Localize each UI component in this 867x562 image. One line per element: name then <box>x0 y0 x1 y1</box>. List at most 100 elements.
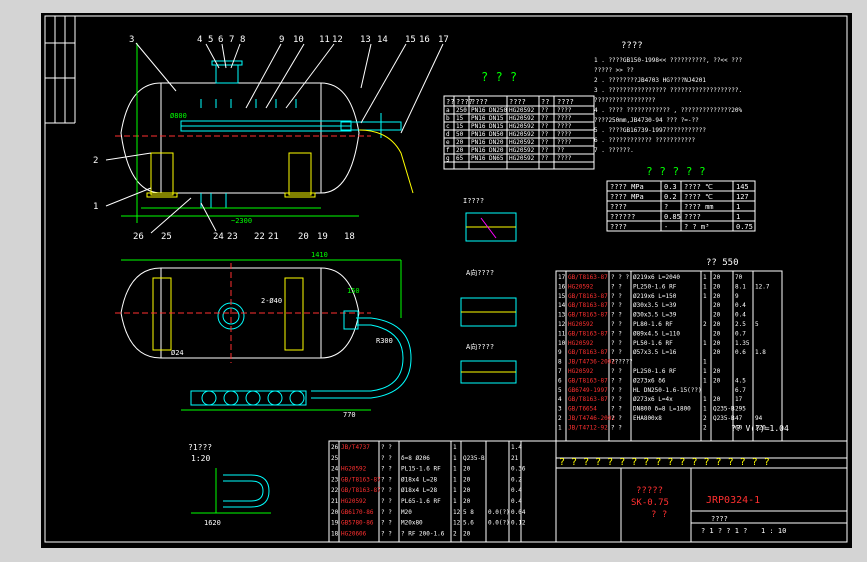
parts-cell: 1 <box>703 368 707 375</box>
volume-label: ?? V(?)=1.04 <box>731 424 789 433</box>
parts-cell: Q235-B <box>713 406 735 413</box>
lower-cell: ? ? <box>381 487 392 494</box>
lower-cell: ? ? <box>381 476 392 483</box>
parts-cell: 13 <box>558 312 566 319</box>
lower-cell: ? ? <box>381 444 392 451</box>
lower-cell: 1 <box>453 455 457 462</box>
nozzle-cell: PN16 DN20 <box>471 147 504 154</box>
parts-cell: 20 <box>713 274 721 281</box>
parts-cell: ? ? <box>611 321 622 328</box>
parts-cell: ? ? <box>611 424 622 431</box>
nozzle-table-title: ? ? ? <box>481 70 517 84</box>
lower-cell: 12 <box>453 520 461 527</box>
parts-banner: ? ? ? ? ? ? ? ? ? ? ? ? ? ? ? ? ? ? <box>559 457 770 468</box>
parts-cell: 20 <box>713 340 721 347</box>
nozzle-cell: 50 <box>456 131 464 138</box>
lower-cell: 1 <box>453 487 457 494</box>
sheet-info: ? 1 ? ? 1 ? <box>701 527 747 535</box>
parts-cell: Ø219x6 L=150 <box>633 293 677 300</box>
nozzle-cell: PN16 DN50 <box>471 131 504 138</box>
dim-d770: 770 <box>343 411 356 419</box>
balloon-25: 25 <box>161 232 172 242</box>
parts-cell: JB/T4736-2002 <box>568 359 615 366</box>
parts-cell: ? ? <box>611 330 622 337</box>
parts-cell: 1 <box>703 359 707 366</box>
nozzle-cell: ?? <box>557 147 565 154</box>
lower-cell: 1 <box>453 476 457 483</box>
parts-cell: PL250-1.6 RF <box>633 283 677 290</box>
note-line: 4 . ???? ???????????? , ??????????????20… <box>594 107 742 114</box>
design-cell: ???? <box>610 223 627 231</box>
parts-cell: EHA800x8 <box>633 415 662 422</box>
parts-cell: ? ? <box>611 368 622 375</box>
balloon-5: 5 <box>208 35 213 45</box>
design-data-table <box>606 180 756 232</box>
lower-cell: ? ? <box>381 455 392 462</box>
balloon-17: 17 <box>438 35 449 45</box>
weld-details <box>460 212 517 384</box>
note-line: ????? >> ?? <box>594 67 634 74</box>
parts-cell: GB/T8163-87 <box>568 349 608 356</box>
nozzle-cell: HG20592 <box>509 155 535 162</box>
parts-cell: 5 <box>755 321 759 328</box>
nozzle-cell: ?? <box>541 139 549 146</box>
parts-cell: 12.7 <box>755 283 770 290</box>
lower-cell: 21 <box>511 455 519 462</box>
parts-cell: HL DN250-1.6-15(??) <box>633 387 702 394</box>
nozzle-cell: b <box>446 115 450 122</box>
balloon-12: 12 <box>332 35 343 45</box>
parts-cell: 1 <box>703 293 707 300</box>
parts-cell: 1 <box>703 340 707 347</box>
weight-label: ?? 550 <box>706 258 739 268</box>
drawing-sheet: 3456789101112131415161721262524232221201… <box>44 15 848 543</box>
scale-value: 1 : 10 <box>761 527 786 535</box>
parts-cell: Ø89x4.5 L=110 <box>633 330 680 337</box>
lower-cell: 0.12 <box>511 520 526 527</box>
parts-cell: 20 <box>713 321 721 328</box>
design-cell: 145 <box>736 183 749 191</box>
parts-cell: 20 <box>713 302 721 309</box>
nozzle-cell: HG20592 <box>509 115 535 122</box>
lower-cell: PL65-1.6 RF <box>401 498 441 505</box>
nozzle-header: ???? <box>471 98 488 106</box>
parts-cell: ? ? <box>611 415 622 422</box>
nozzle-cell: PN16 DN250 <box>471 107 508 114</box>
parts-cell: 20 <box>713 312 721 319</box>
design-cell: 0.2 <box>664 193 677 201</box>
lower-cell: 22 <box>331 487 339 494</box>
parts-cell: 2 <box>703 415 707 422</box>
lower-cell: M20x80 <box>401 520 423 527</box>
note-line: 3 . ???????????????? ???????????????????… <box>594 87 742 94</box>
nozzle-cell: HG20592 <box>509 123 535 130</box>
parts-cell: 0.7 <box>735 330 746 337</box>
balloon-10: 10 <box>293 35 304 45</box>
parts-cell: 0.4 <box>735 312 746 319</box>
design-cell: ???? <box>610 203 627 211</box>
parts-cell: ? ? <box>611 387 622 394</box>
parts-cell: GB/T8163-87 <box>568 302 608 309</box>
lower-cell: 1 <box>453 466 457 473</box>
lower-cell: 21 <box>331 498 339 505</box>
parts-cell: 17 <box>558 274 566 281</box>
nozzle-cell: ?? <box>541 123 549 130</box>
lower-cell: 19 <box>331 520 339 527</box>
design-cell: 0.85 <box>664 213 681 221</box>
design-cell: ???? ℃ <box>684 193 713 201</box>
lower-cell: δ=8 Ø206 <box>401 455 430 462</box>
lower-cell: 0.04 <box>511 509 526 516</box>
nozzle-cell: g <box>446 155 450 162</box>
design-cell: 127 <box>736 193 749 201</box>
dim-d1410: 1410 <box>311 251 328 259</box>
parts-cell: HG20592 <box>568 368 594 375</box>
notes-title: ???? <box>621 41 643 51</box>
lower-cell: ? ? <box>381 498 392 505</box>
nozzle-cell: d <box>446 131 450 138</box>
parts-cell: 14 <box>558 302 566 309</box>
parts-cell: GB/T6654 <box>568 406 597 413</box>
balloon-11: 11 <box>319 35 330 45</box>
design-cell: 1 <box>736 203 740 211</box>
detail-a-label: A向???? <box>466 268 494 277</box>
nozzle-cell: PN16 DN20 <box>471 139 504 146</box>
